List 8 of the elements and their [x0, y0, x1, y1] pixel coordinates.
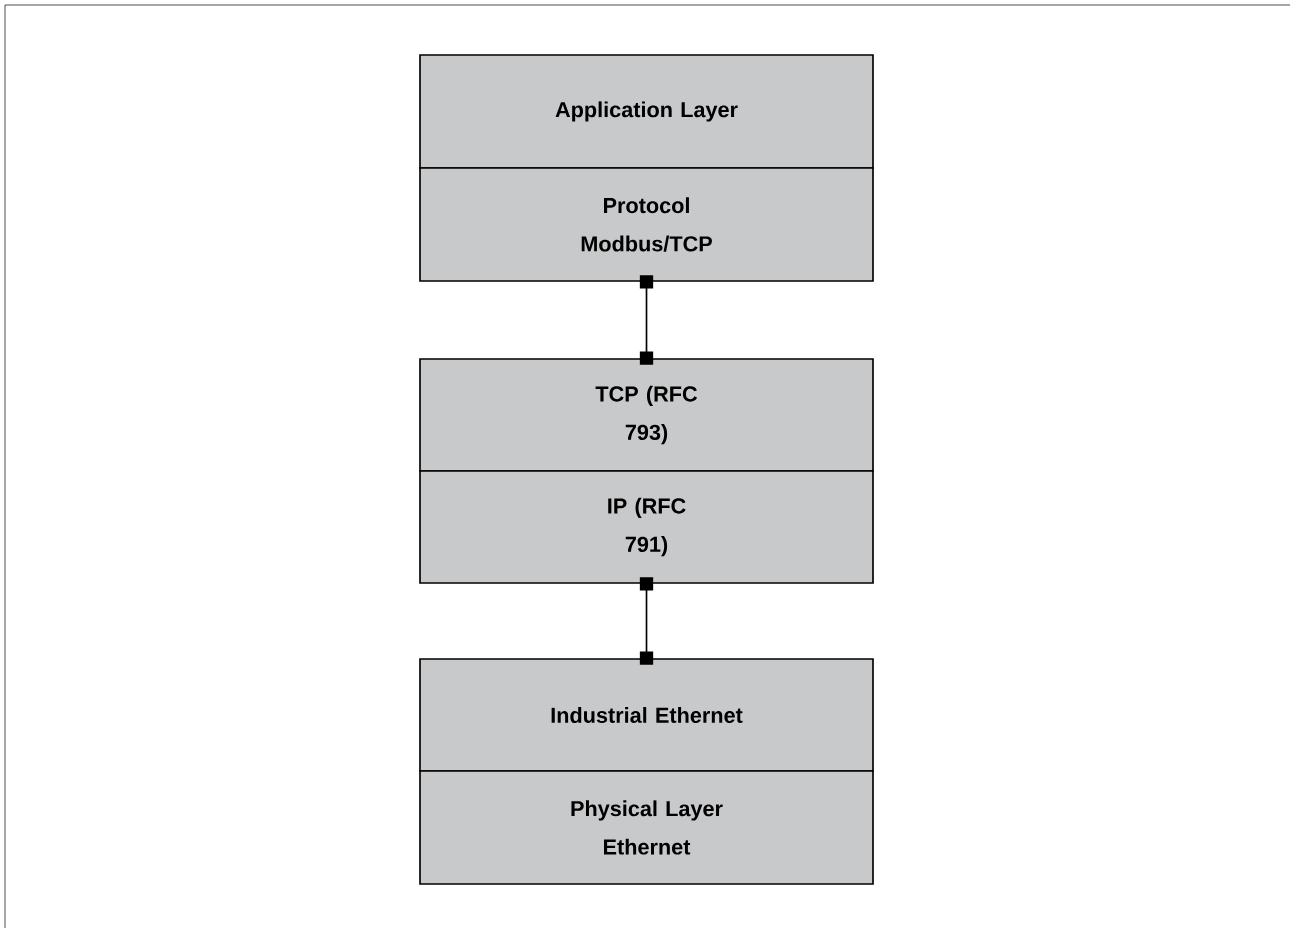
layer-box: Application Layer [419, 54, 874, 169]
layer-box: Protocol Modbus/TCP [419, 167, 874, 282]
layer-box: TCP (RFC 793) [419, 358, 874, 472]
layer-box: IP (RFC 791) [419, 470, 874, 584]
connector-line [639, 577, 654, 665]
layer-box: Physical Layer Ethernet [419, 770, 874, 885]
connector-line [639, 275, 654, 365]
layer-box: Industrial Ethernet [419, 658, 874, 772]
